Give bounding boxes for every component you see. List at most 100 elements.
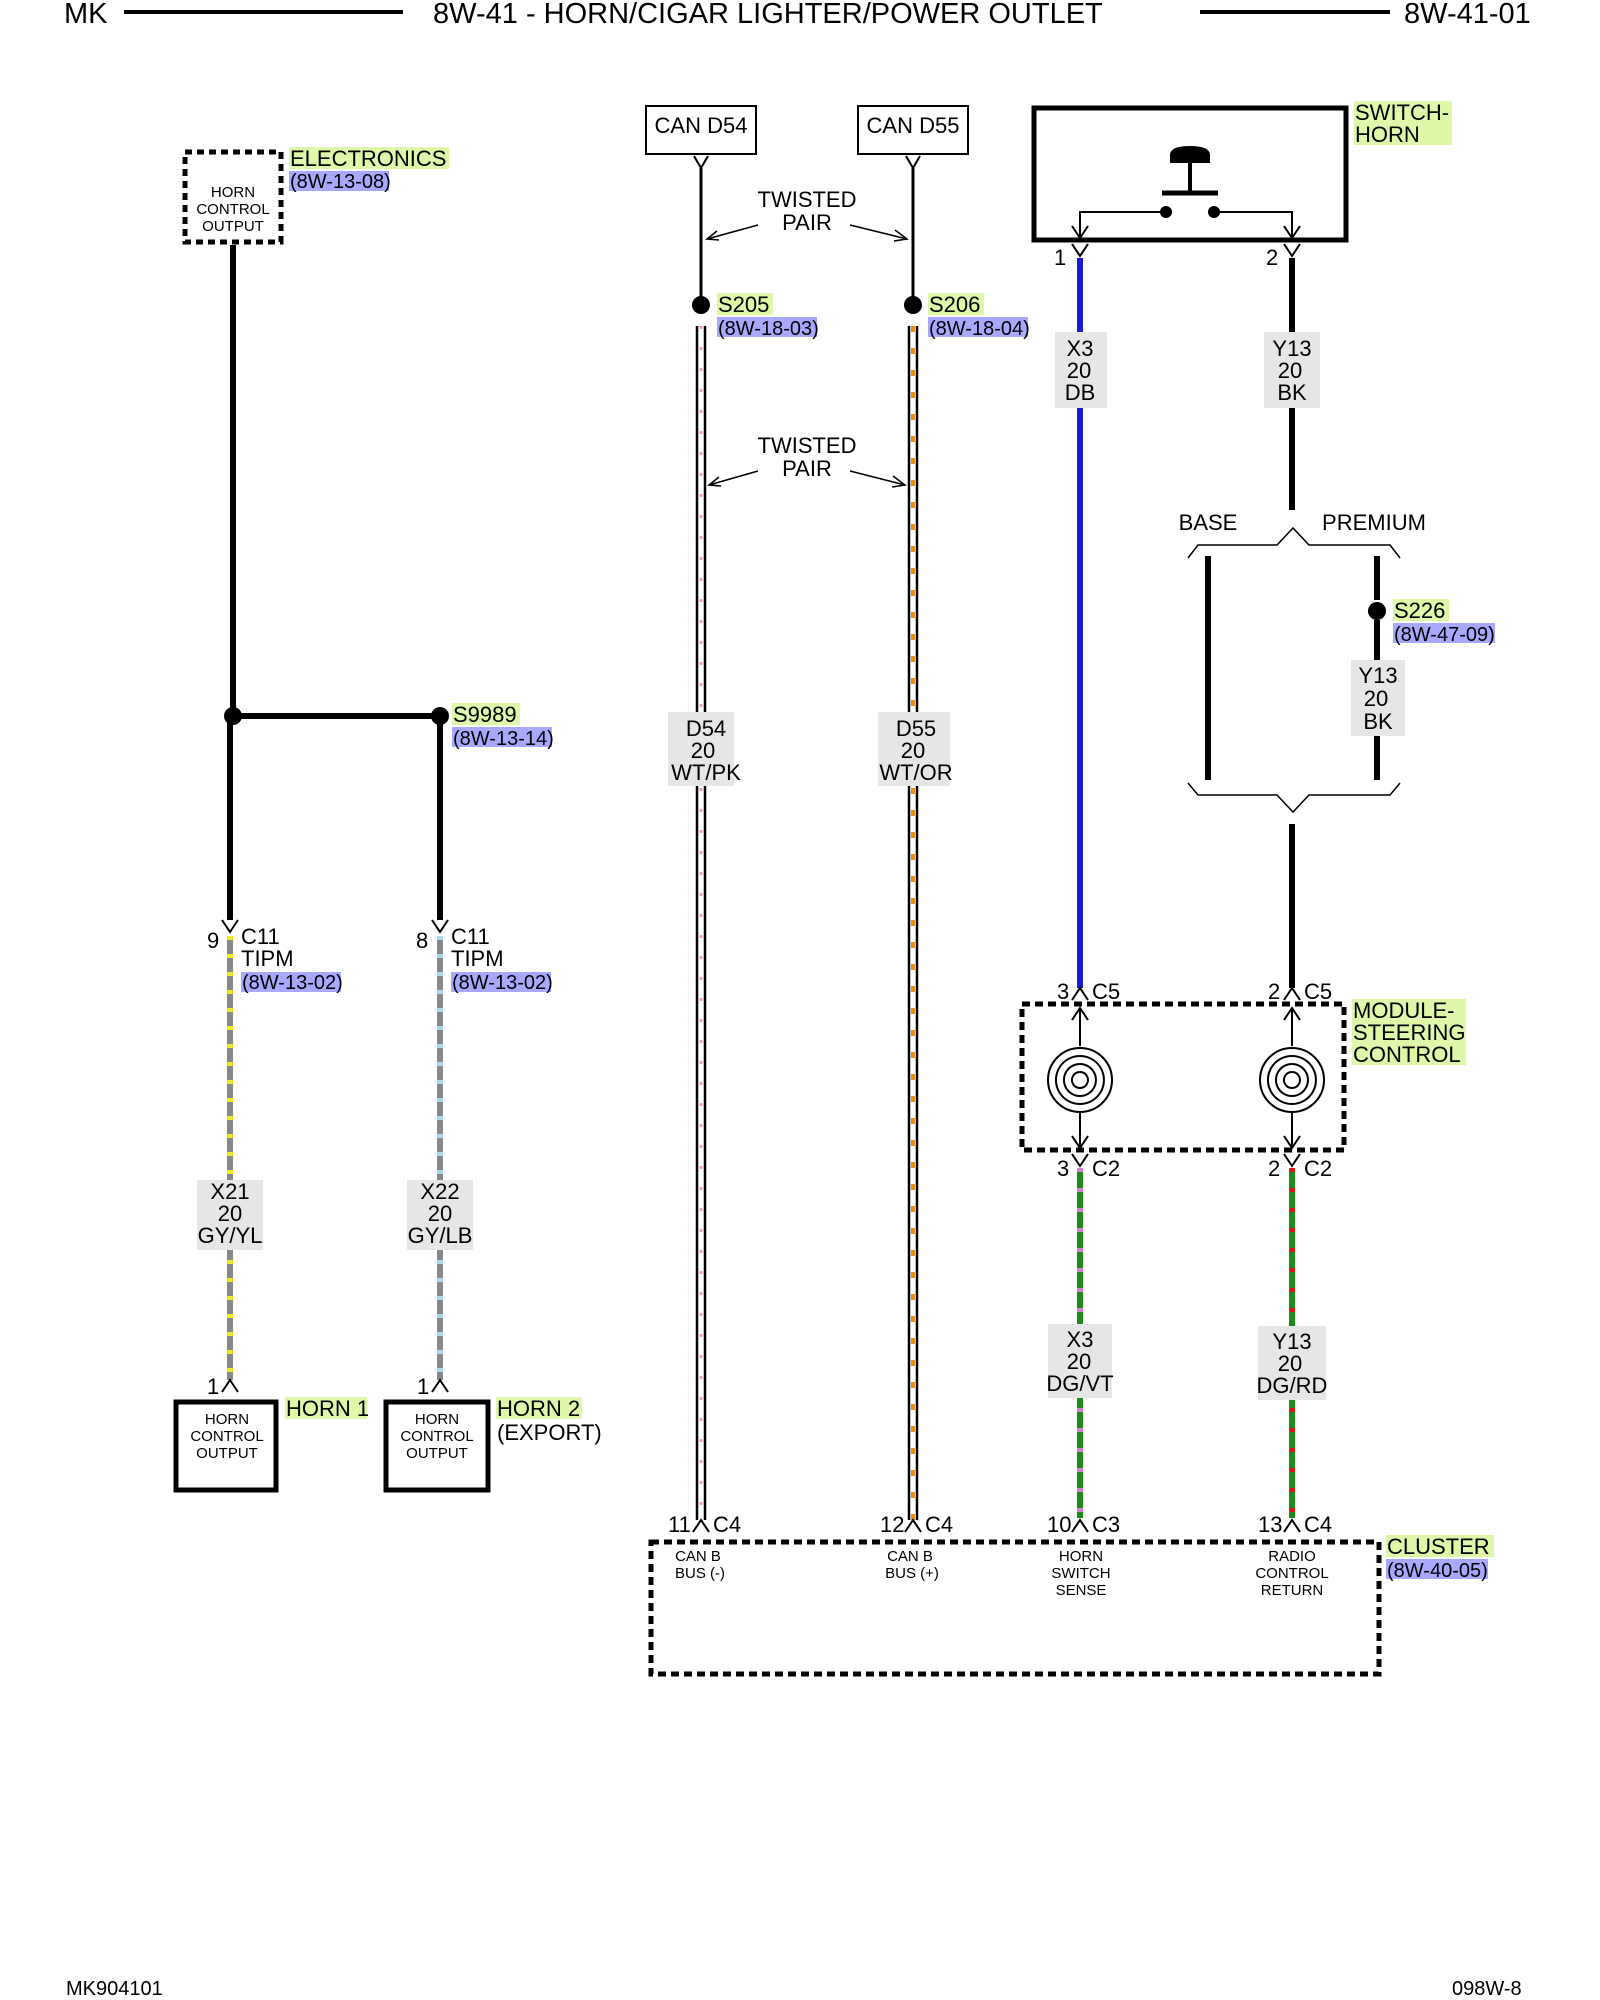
module-name-1: MODULE-	[1353, 998, 1454, 1023]
x22-label-1: X22	[420, 1179, 459, 1204]
electronics-inner-3: OUTPUT	[202, 218, 264, 235]
d55-top-pin-mark	[905, 155, 921, 170]
electronics-ref-bg	[289, 171, 389, 191]
c5-3-pin: 3	[1057, 979, 1069, 1004]
x21-label-2: 20	[218, 1201, 242, 1226]
c5-2-pin: 2	[1268, 979, 1280, 1004]
footer-left: MK904101	[66, 1978, 163, 2000]
horn1-name-bg	[285, 1397, 367, 1419]
twisted2-arrow-left	[708, 470, 759, 486]
module-name-bg	[1352, 999, 1466, 1065]
twisted1-arrow-right	[849, 224, 908, 240]
d55-label-1: D55	[896, 716, 936, 741]
cluster-pin13: 13	[1258, 1512, 1282, 1537]
s205-name: S205	[718, 292, 769, 317]
s9989-name: S9989	[453, 702, 517, 727]
electronics-name: ELECTRONICS	[290, 146, 446, 171]
y13-mid-label-3: BK	[1363, 709, 1393, 734]
cluster-box	[648, 1539, 1382, 1677]
cluster-pin12-label-2: BUS (+)	[885, 1565, 939, 1582]
s226-name-bg	[1393, 599, 1449, 621]
c2-3-pin: 3	[1057, 1156, 1069, 1181]
twisted1-arrowhead-right	[893, 229, 909, 242]
cluster-pin13-label-1: RADIO	[1268, 1548, 1316, 1565]
s9989-ref: (8W-13-14)	[453, 728, 554, 750]
cluster-pin13-mark	[1283, 1518, 1301, 1533]
y13-top-label-2: 20	[1278, 358, 1302, 383]
x21-label-bg	[197, 1180, 263, 1250]
s206-ref-bg	[928, 317, 1028, 337]
horn2-inner-1: HORN	[415, 1411, 459, 1428]
horn1-pin-mark	[221, 1378, 239, 1393]
electronics-box	[182, 149, 284, 245]
x21-label-3: GY/YL	[198, 1223, 263, 1248]
twisted1-line2: PAIR	[782, 210, 832, 235]
s226-ref: (8W-47-09)	[1394, 624, 1495, 646]
s9989-ref-bg	[452, 727, 552, 747]
horn1-name: HORN 1	[286, 1396, 369, 1421]
c11-8-ref-bg	[451, 972, 551, 992]
cluster-ref: (8W-40-05)	[1387, 1560, 1488, 1582]
module-steering-box	[1019, 1001, 1347, 1153]
d55-label-2: 20	[901, 738, 925, 763]
c11-8-name: C11	[451, 924, 490, 949]
horn1-inner-2: CONTROL	[190, 1428, 263, 1445]
cluster-pin10-mark	[1071, 1518, 1089, 1533]
cluster-pin10-conn: C3	[1092, 1512, 1120, 1537]
electronics-ref: (8W-13-08)	[290, 171, 391, 193]
c2-2-name: C2	[1304, 1156, 1332, 1181]
horn2-name: HORN 2	[497, 1396, 580, 1421]
y13-top-label-1: Y13	[1272, 336, 1311, 361]
c5-3-name: C5	[1092, 979, 1120, 1004]
clockspring-coil-icon	[1047, 1006, 1113, 1150]
cluster-pin13-conn: C4	[1304, 1512, 1332, 1537]
x3-top-label-3: DB	[1065, 380, 1096, 405]
x3-top-label-1: X3	[1067, 336, 1094, 361]
c11-9-ref: (8W-13-02)	[242, 972, 343, 994]
switch-pin2: 2	[1266, 245, 1278, 270]
horn-switch-icon	[1071, 146, 1301, 240]
y13-bot-label-1: Y13	[1272, 1329, 1311, 1354]
cluster-pin12-label-1: CAN B	[887, 1548, 933, 1565]
can-d55-box	[857, 105, 969, 155]
c5-2-name: C5	[1304, 979, 1332, 1004]
base-label: BASE	[1179, 510, 1238, 535]
can-d54-label: CAN D54	[655, 113, 748, 138]
cluster-pin13-label-3: RETURN	[1261, 1582, 1324, 1599]
twisted1-arrowhead-left	[705, 230, 720, 241]
twisted1-arrow-left	[706, 224, 759, 240]
x22-label-3: GY/LB	[408, 1223, 473, 1248]
electronics-inner-2: CONTROL	[196, 201, 269, 218]
c5-3-pin-mark	[1071, 986, 1089, 1001]
splice-s205-dot	[692, 296, 710, 314]
c11-9-pin-mark	[221, 919, 239, 934]
horn1-pin: 1	[207, 1374, 219, 1399]
splice-s9989-dot	[431, 707, 449, 725]
y13-mid-label-2: 20	[1364, 686, 1388, 711]
y13-bot-label-3: DG/RD	[1257, 1373, 1328, 1398]
premium-label: PREMIUM	[1322, 510, 1426, 535]
horn1-inner-1: HORN	[205, 1411, 249, 1428]
horn2-inner-3: OUTPUT	[406, 1445, 468, 1462]
x22-label-2: 20	[428, 1201, 452, 1226]
cluster-ref-bg	[1386, 1559, 1488, 1579]
y13-mid-label-1: Y13	[1358, 663, 1397, 688]
twisted2-line2: PAIR	[782, 456, 832, 481]
c2-2-pin: 2	[1268, 1156, 1280, 1181]
c5-2-pin-mark	[1283, 986, 1301, 1001]
switch-horn-name-2: HORN	[1355, 122, 1420, 147]
cluster-pin12-conn: C4	[925, 1512, 953, 1537]
module-name-3: CONTROL	[1353, 1042, 1461, 1067]
can-d55-label: CAN D55	[867, 113, 960, 138]
s226-ref-bg	[1393, 623, 1495, 643]
switch-pin2-mark	[1283, 243, 1301, 258]
c11-9-name: C11	[241, 924, 280, 949]
d55-label-3: WT/OR	[879, 760, 952, 785]
d54-label-2: 20	[691, 738, 715, 763]
footer-right: 098W-8	[1452, 1978, 1522, 2000]
d55-label-bg	[878, 712, 950, 786]
twisted2-arrowhead-right	[891, 475, 907, 488]
horn2-pin: 1	[417, 1374, 429, 1399]
